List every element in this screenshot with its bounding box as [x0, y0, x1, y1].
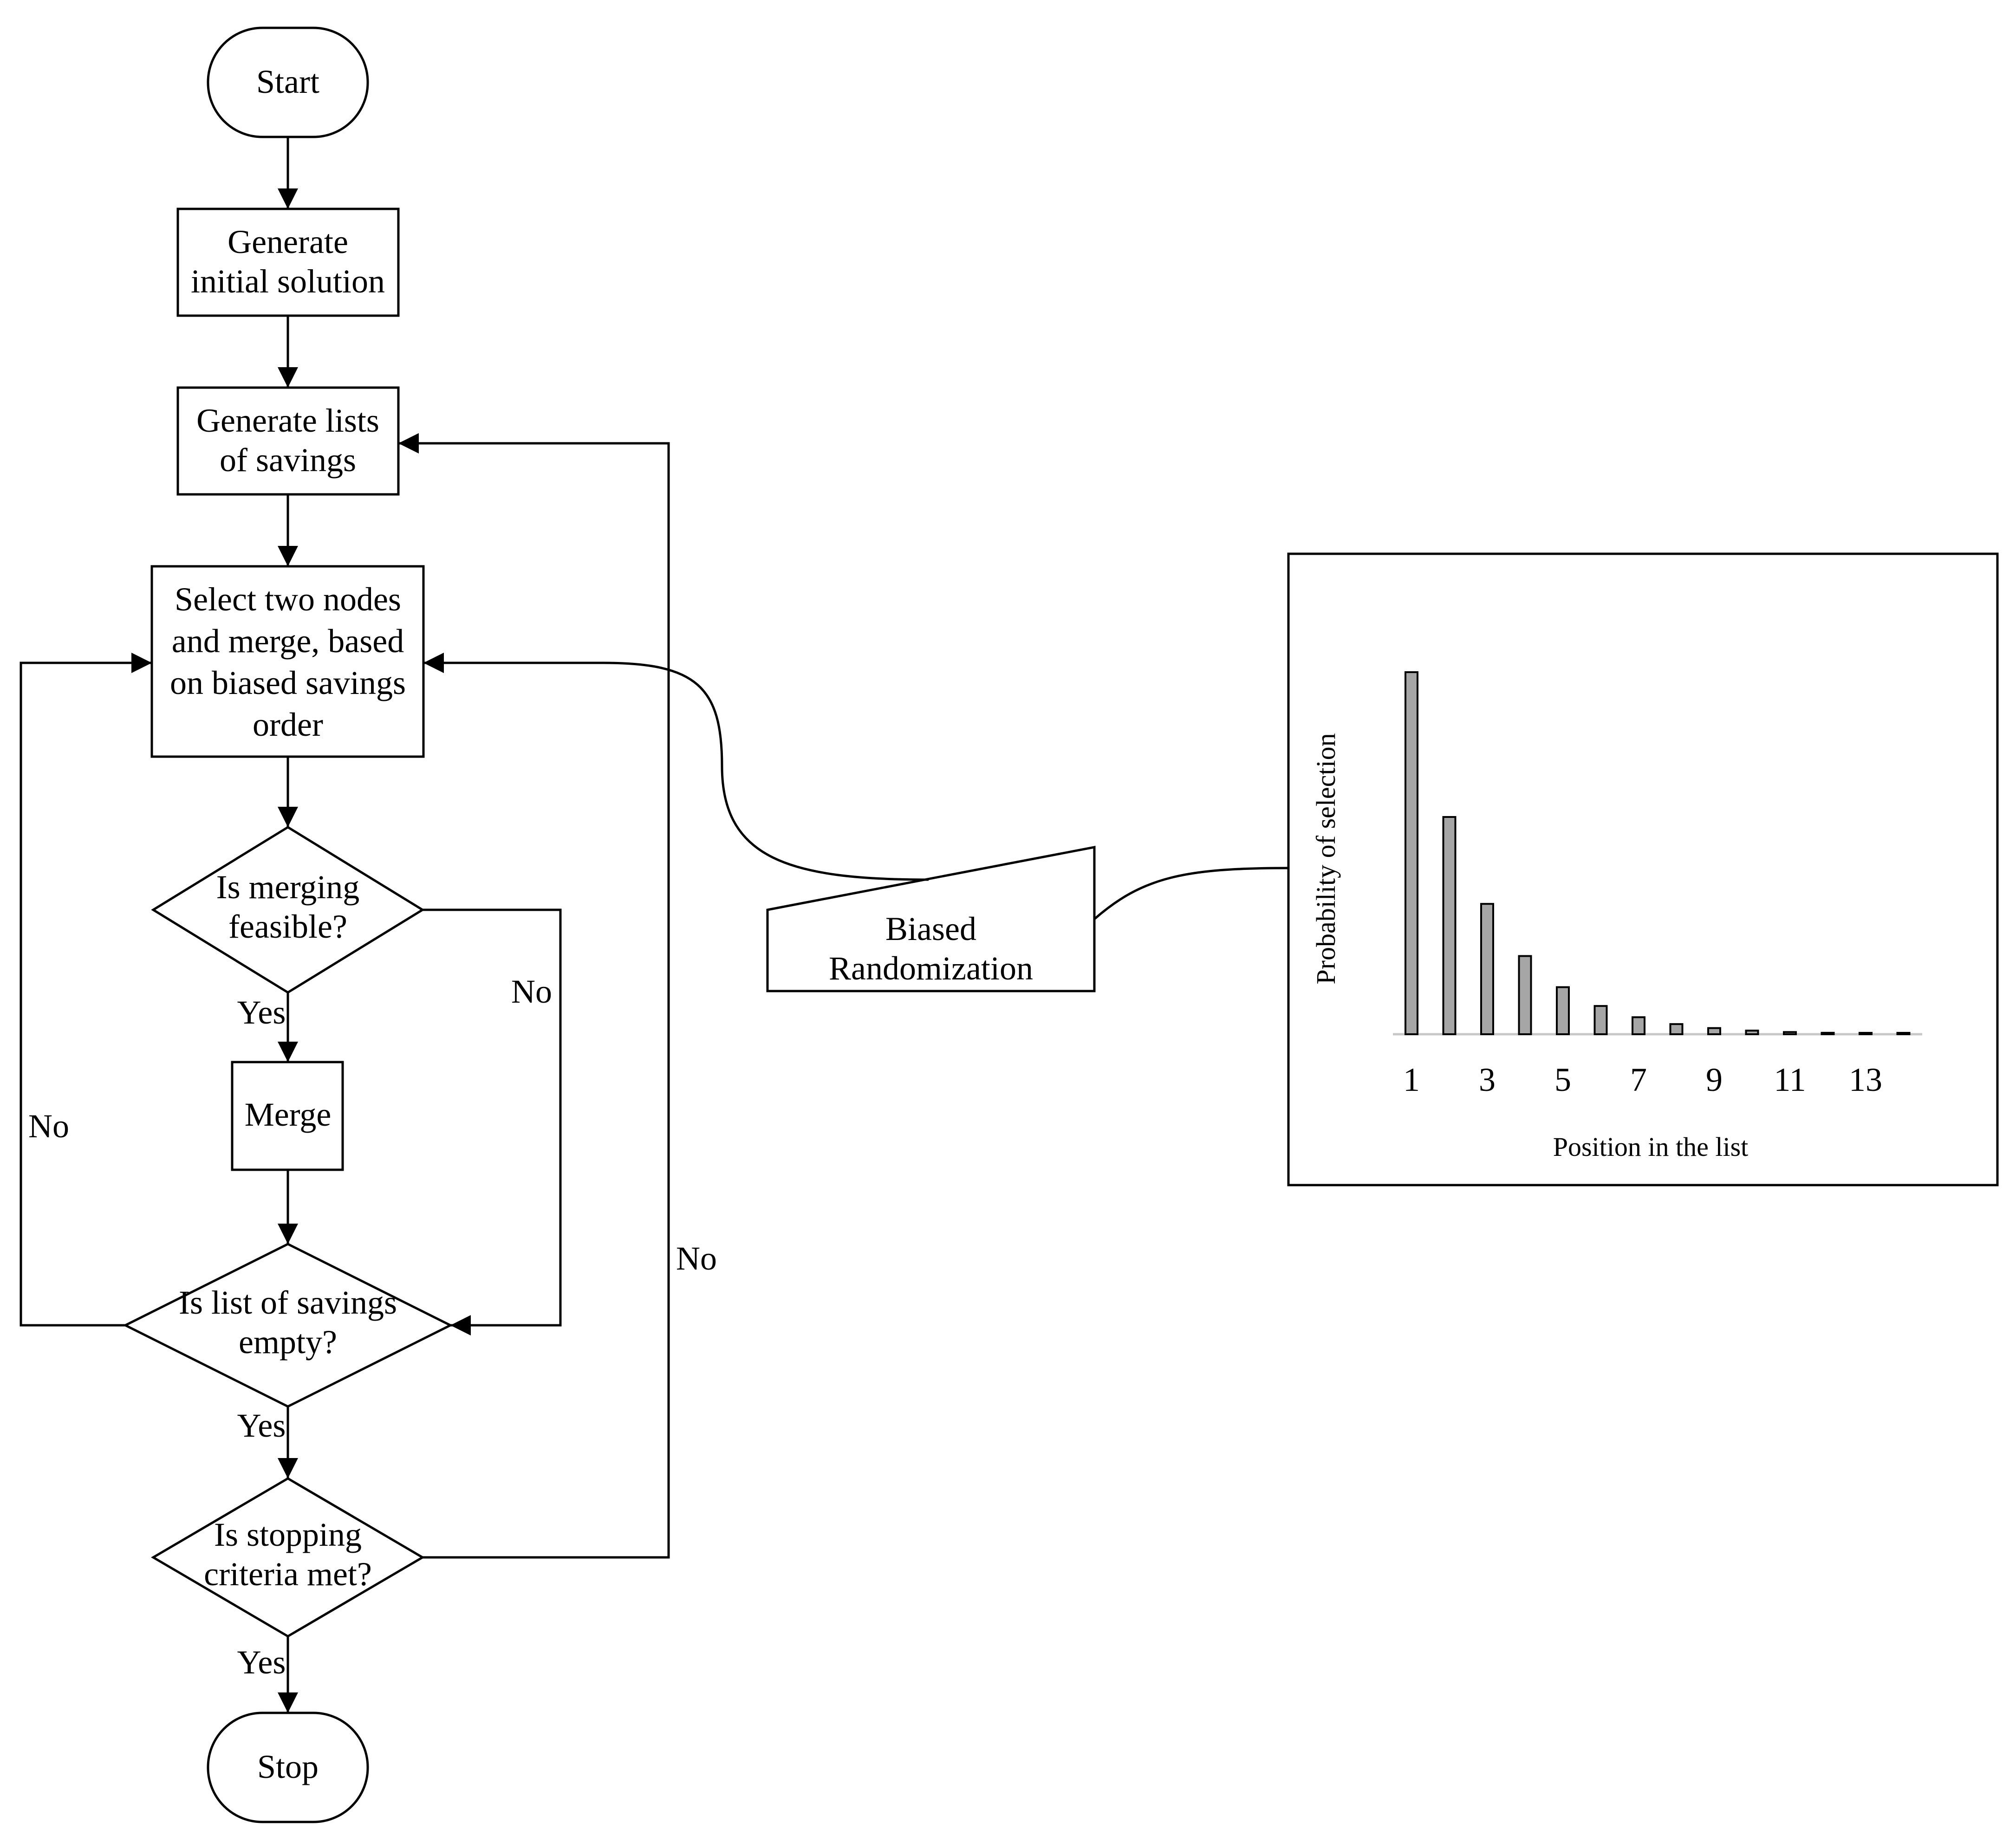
chart-bar-13 [1859, 1032, 1873, 1035]
chart-ylabel: Probability of selection [1311, 733, 1341, 984]
stop-label: Stop [257, 1748, 319, 1785]
edge-randomization-select [423, 653, 929, 881]
chart-tick-label: 1 [1403, 1061, 1420, 1098]
chart-tick-label: 7 [1630, 1061, 1647, 1098]
feasible-yes-label: Yes [237, 994, 286, 1031]
feasible-line2: feasible? [228, 908, 347, 945]
generate-initial-box [176, 207, 400, 317]
edge-stopping-no [398, 433, 670, 1559]
chart-bar-1 [1405, 671, 1418, 1035]
empty-line1: Is list of savings [179, 1284, 397, 1321]
chart-xlabel: Position in the list [1553, 1132, 1749, 1162]
chart-bar-6 [1593, 1005, 1608, 1035]
select-merge-line1: Select two nodes [175, 581, 401, 618]
stopping-line1: Is stopping [214, 1516, 362, 1553]
stopping-no-label: No [676, 1240, 717, 1277]
select-merge-line3: on biased savings [170, 664, 406, 701]
feasible-no-label: No [511, 973, 552, 1010]
chart-bar-11 [1783, 1031, 1797, 1036]
empty-line2: empty? [239, 1323, 337, 1361]
chart-bar-3 [1480, 903, 1494, 1035]
chart-tick-label: 11 [1774, 1061, 1806, 1098]
stopping-yes-label: Yes [237, 1644, 286, 1681]
biased-randomization-line2: Randomization [829, 950, 1033, 987]
chart-bar-12 [1821, 1031, 1835, 1035]
empty-yes-label: Yes [237, 1407, 286, 1444]
generate-lists-line1: Generate lists [196, 402, 379, 439]
merge-label: Merge [245, 1096, 332, 1133]
chart-bar-8 [1669, 1023, 1684, 1035]
feasible-line1: Is merging [216, 869, 360, 906]
select-merge-line4: order [253, 706, 323, 743]
generate-initial-line1: Generate [228, 223, 348, 260]
edge-empty-no [20, 653, 152, 1327]
chart-bar-7 [1632, 1016, 1645, 1036]
chart-tick-label: 9 [1706, 1061, 1723, 1098]
probability-chart-frame [1287, 552, 1999, 1186]
stopping-line2: criteria met? [204, 1556, 372, 1593]
generate-initial-line2: initial solution [191, 263, 385, 300]
chart-tick-label: 3 [1479, 1061, 1496, 1098]
chart-bar-14 [1896, 1032, 1911, 1035]
empty-no-label: No [28, 1108, 69, 1145]
chart-bar-5 [1556, 986, 1570, 1036]
edge-feasible-no [423, 908, 562, 1335]
chart-bar-4 [1518, 955, 1532, 1036]
chart-bar-9 [1707, 1027, 1721, 1035]
start-label: Start [256, 63, 319, 100]
generate-lists-line2: of savings [220, 441, 356, 479]
select-merge-box [150, 565, 425, 758]
select-merge-line2: and merge, based [172, 622, 404, 660]
chart-bar-10 [1745, 1030, 1759, 1035]
chart-tick-label: 5 [1554, 1061, 1571, 1098]
biased-randomization-line1: Biased [885, 910, 976, 947]
chart-bar-2 [1442, 816, 1457, 1035]
edge-chart-randomization [1093, 867, 1289, 920]
biased-randomization-shape [766, 845, 1096, 992]
chart-tick-label: 13 [1849, 1061, 1882, 1098]
